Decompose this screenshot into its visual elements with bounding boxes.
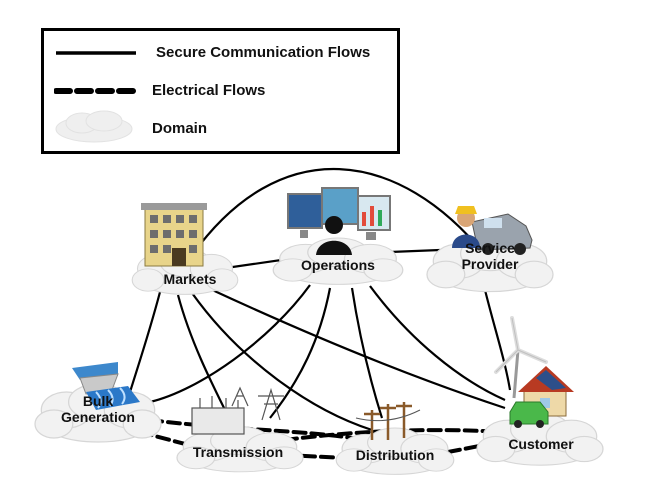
flow-markets-customer [207, 287, 506, 410]
substation-tower-icon [191, 386, 284, 435]
flow-operations-distribution [350, 287, 384, 419]
house-windturbine-ev-icon [494, 316, 574, 428]
flow-markets-transmission [176, 294, 231, 421]
dashed-line-swatch [54, 88, 138, 94]
legend-box: Secure Communication Flows Electrical Fl… [41, 28, 400, 154]
legend-secure-label: Secure Communication Flows [156, 44, 371, 61]
legend-electrical-row: Electrical Flows [44, 79, 397, 103]
operator-monitors-icon [287, 187, 391, 255]
utility-pole-icon [355, 402, 421, 440]
flow-service-provider-customer [483, 289, 512, 391]
distribution-label: Distribution [356, 447, 435, 463]
bulk-generation-label: Generation [61, 409, 135, 425]
secure-communication-flows [128, 167, 512, 432]
office-building-icon [141, 203, 207, 267]
bulk-generation-label: Bulk [83, 393, 114, 409]
flow-operations-bulk [149, 284, 311, 404]
markets-label: Markets [164, 271, 217, 287]
solid-line-swatch [56, 51, 136, 55]
legend-electrical-label: Electrical Flows [152, 82, 266, 99]
domain-cloud-swatch [55, 110, 133, 143]
hydro-dam-icon [72, 362, 140, 410]
flow-operations-transmission [269, 287, 332, 419]
legend-domain-row: Domain [44, 110, 397, 143]
customer-label: Customer [508, 436, 574, 452]
operations-label: Operations [301, 257, 375, 273]
flow-markets-distribution [191, 292, 373, 432]
technician-truck-icon [452, 206, 533, 255]
flow-operations-customer [369, 285, 506, 402]
flow-markets-bulk [128, 291, 162, 393]
legend-domain-label: Domain [152, 120, 208, 137]
legend-secure-row: Secure Communication Flows [44, 41, 397, 65]
flow-operations-service-provider [389, 248, 441, 254]
flow-markets-service-provider [189, 167, 486, 259]
service-provider-label: Service [465, 240, 515, 256]
service-provider-label: Provider [462, 256, 519, 272]
transmission-label: Transmission [193, 444, 283, 460]
